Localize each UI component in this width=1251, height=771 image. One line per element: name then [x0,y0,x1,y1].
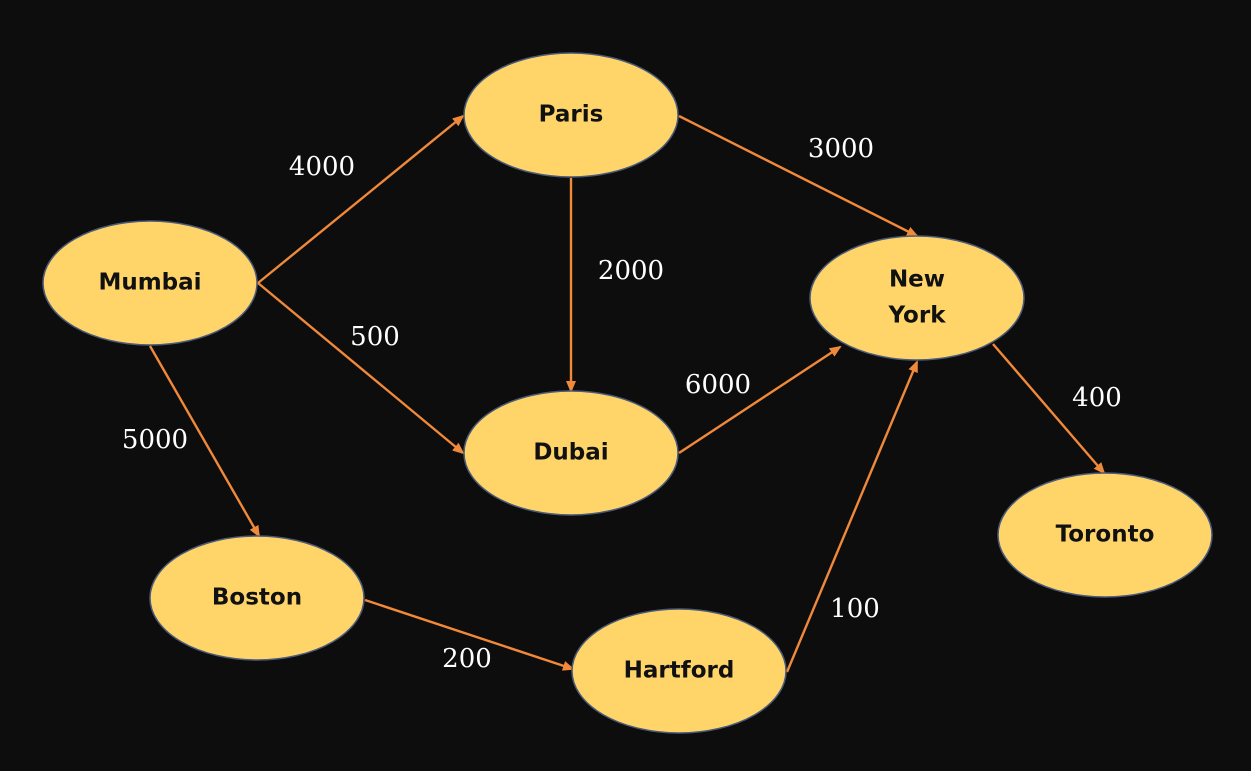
node-shape-dubai [463,390,679,516]
edge-mumbai-to-paris [257,114,465,284]
node-label-mumbai: Mumbai [98,270,201,296]
edge-weight-mumbai-to-paris: 4000 [289,152,355,182]
edge-paris-to-newyork [678,114,919,238]
node-shape-boston [149,535,365,661]
edge-weight-mumbai-to-dubai: 500 [350,322,400,352]
node-hartford: Hartford [571,608,787,734]
node-label-hartford: Hartford [624,658,735,684]
edge-mumbai-to-dubai [257,282,465,455]
edge-mumbai-to-boston [148,345,261,538]
node-toronto: Toronto [997,472,1213,598]
edge-weight-dubai-to-newyork: 6000 [685,370,751,400]
edge-newyork-to-toronto [992,343,1106,475]
node-dubai: Dubai [463,390,679,516]
node-shape-mumbai [42,220,258,346]
node-shape-newyork [809,235,1025,361]
edge-boston-to-hartford [364,598,575,671]
edge-weight-hartford-to-newyork: 100 [830,594,880,624]
edge-dubai-to-newyork [678,345,842,455]
node-shape-hartford [571,608,787,734]
edge-weight-paris-to-newyork: 3000 [808,134,874,164]
node-mumbai: Mumbai [42,220,258,346]
edge-weight-boston-to-hartford: 200 [442,644,492,674]
node-shape-toronto [997,472,1213,598]
edge-weight-mumbai-to-boston: 5000 [122,425,188,455]
node-shape-paris [463,52,679,178]
edges-layer [148,114,1106,673]
edge-hartford-to-newyork [785,360,919,673]
node-boston: Boston [149,535,365,661]
node-label-dubai: Dubai [533,440,608,466]
edge-weights-layer: 4000 500 5000 2000 3000 6000 200 100 400 [122,134,1122,674]
edge-weight-newyork-to-toronto: 400 [1072,383,1122,413]
node-label-toronto: Toronto [1056,522,1155,548]
node-label-paris: Paris [539,102,604,128]
edge-weight-paris-to-dubai: 2000 [598,256,664,286]
node-label-boston: Boston [212,585,302,611]
node-paris: Paris [463,52,679,178]
